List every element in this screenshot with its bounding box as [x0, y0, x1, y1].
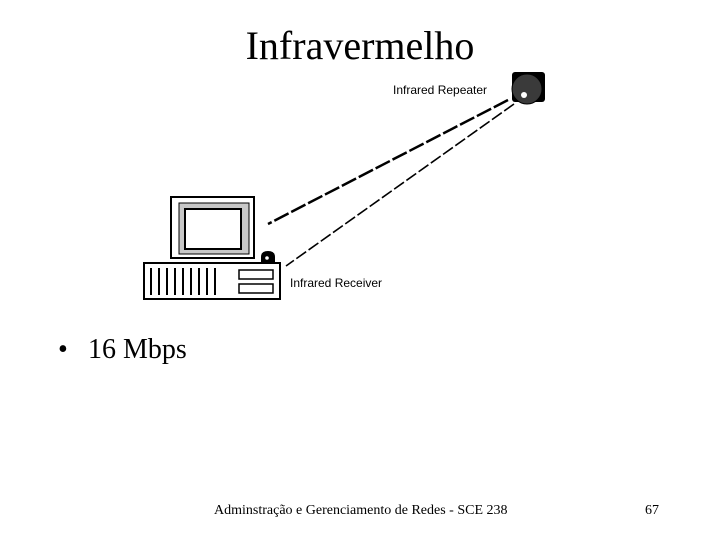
- monitor-screen: [184, 208, 242, 250]
- page-number: 67: [645, 503, 659, 518]
- beam-to-receiver: [285, 103, 515, 267]
- slide-title: Infravermelho: [245, 23, 475, 68]
- bullet-text: 16 Mbps: [88, 334, 187, 365]
- drive-bay-top: [238, 269, 274, 280]
- beam-to-computer: [267, 98, 509, 226]
- bullet-marker: •: [58, 334, 68, 365]
- infrared-repeater-label: Infrared Repeater: [393, 83, 487, 97]
- computer-icon: [143, 196, 281, 300]
- footer-text: Adminstração e Gerenciamento de Redes - …: [214, 503, 508, 518]
- vent-slots: [150, 268, 216, 295]
- drive-bay-bottom: [238, 283, 274, 294]
- infrared-receiver-label: Infrared Receiver: [290, 276, 382, 290]
- bullet-item: • 16 Mbps: [58, 333, 187, 367]
- infrared-beams: [267, 98, 515, 267]
- infrared-receiver-icon: [261, 251, 275, 262]
- infrared-repeater-icon: [511, 72, 545, 105]
